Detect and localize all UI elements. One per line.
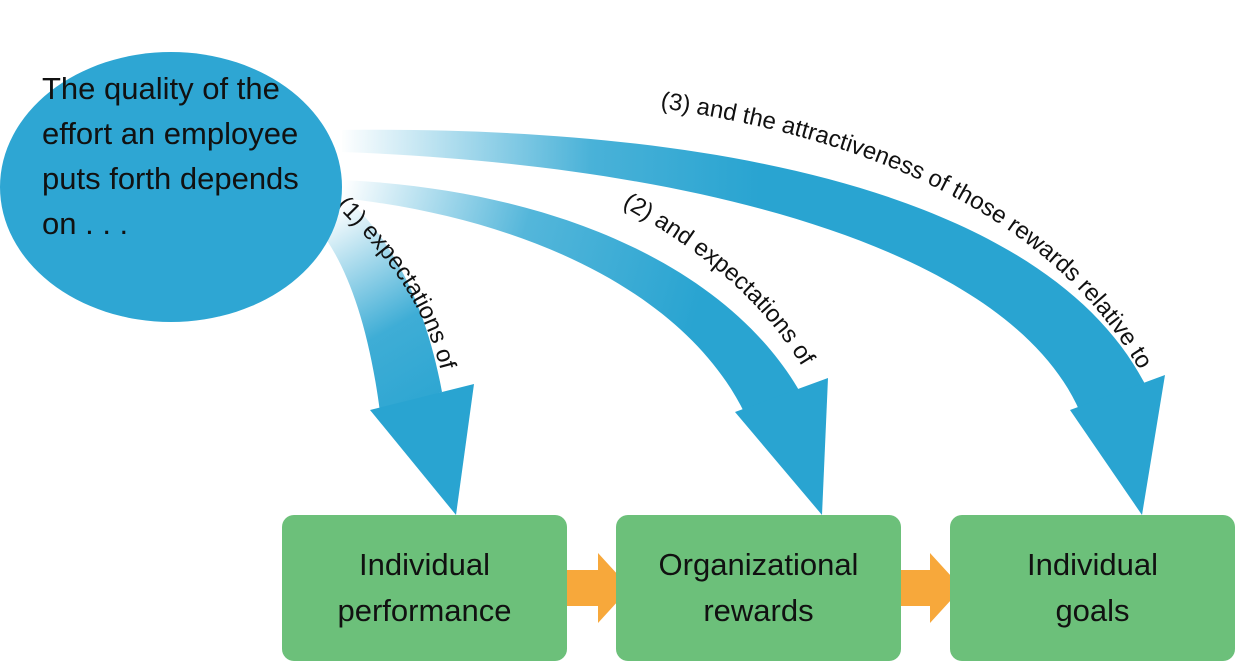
box-2-line-2: rewards (703, 593, 814, 628)
box-3-line-2: goals (1055, 593, 1130, 628)
arrow-2-head (735, 378, 828, 515)
box-individual-goals: Individual goals (950, 515, 1235, 661)
effort-line-3: puts forth depends (42, 161, 299, 196)
arrow-3-head (1070, 375, 1165, 515)
effort-line-1: The quality of the (42, 71, 280, 106)
box-3-line-1: Individual (1027, 547, 1158, 582)
arrow-3 (342, 129, 1165, 515)
arrow-3-shaft (342, 129, 1148, 412)
arrow-1-shaft (318, 190, 442, 412)
box-organizational-rewards: Organizational rewards (616, 515, 901, 661)
effort-line-2: effort an employee (42, 116, 299, 151)
arrow-2 (342, 180, 828, 515)
box-individual-performance: Individual performance (282, 515, 567, 661)
box-1-line-2: performance (337, 593, 512, 628)
effort-circle-text: The quality of the effort an employee pu… (42, 66, 332, 246)
effort-line-4: on . . . (42, 206, 129, 241)
box-1-line-1: Individual (359, 547, 490, 582)
arrow-2-shaft (342, 180, 800, 414)
connector-1-icon (548, 553, 630, 623)
arrow-1-head (370, 384, 474, 515)
effort-circle (0, 52, 342, 322)
box-2-line-1: Organizational (658, 547, 859, 582)
arrow-1 (318, 190, 474, 515)
